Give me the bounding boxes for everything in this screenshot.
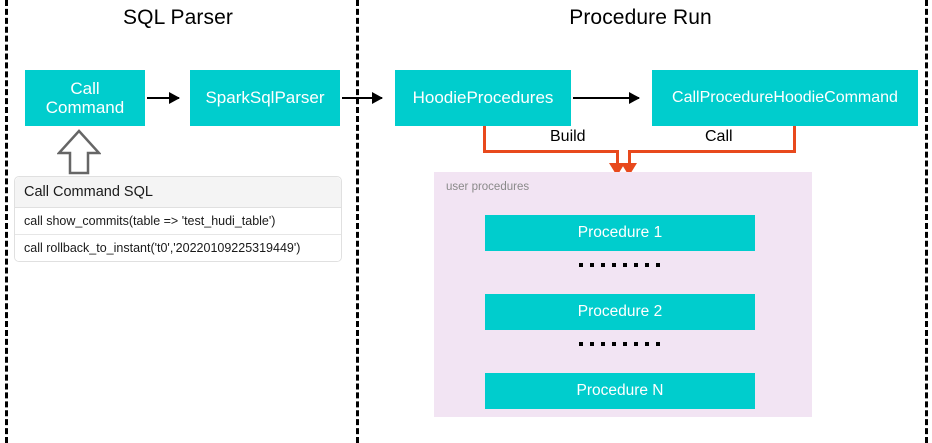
build-connector-horizontal [483, 150, 619, 153]
call-connector-vertical-right [793, 126, 796, 153]
arrow-up-hollow-icon [57, 129, 101, 175]
divider-left-dashed [5, 0, 8, 443]
procedure-item[interactable]: Procedure N [485, 373, 755, 409]
procedure-item[interactable]: Procedure 1 [485, 215, 755, 251]
build-connector-label: Build [545, 128, 591, 146]
node-call-procedure-hoodie-command[interactable]: CallProcedureHoodieCommand [652, 70, 918, 126]
user-procedures-label: user procedures [446, 181, 530, 193]
call-connector-label: Call [700, 128, 738, 146]
sql-panel-header: Call Command SQL [15, 177, 341, 208]
arrow-spark-sql-parser-to-hoodie-procedures [342, 92, 383, 104]
node-call-command[interactable]: Call Command [25, 70, 145, 126]
call-command-sql-panel: Call Command SQL call show_commits(table… [14, 176, 342, 262]
arrow-call-command-to-spark-sql-parser [147, 92, 180, 104]
section-title-sql-parser: SQL Parser [123, 6, 233, 29]
node-hoodie-procedures[interactable]: HoodieProcedures [395, 70, 571, 126]
build-connector-vertical-down [616, 150, 619, 166]
call-connector-vertical-down [628, 150, 631, 166]
build-connector-vertical-left [483, 126, 486, 153]
call-connector-horizontal [628, 150, 796, 153]
procedures-ellipsis-separator [554, 339, 684, 349]
arrow-hoodie-procedures-to-call-procedure-hoodie-command [573, 92, 640, 104]
sql-statement-row[interactable]: call show_commits(table => 'test_hudi_ta… [15, 208, 341, 235]
sql-statement-row[interactable]: call rollback_to_instant('t0','202201092… [15, 235, 341, 261]
procedures-ellipsis-separator [554, 260, 684, 270]
divider-middle-dashed [356, 0, 359, 443]
procedure-item[interactable]: Procedure 2 [485, 294, 755, 330]
divider-right-dashed [925, 0, 928, 443]
section-title-procedure-run: Procedure Run [569, 6, 712, 29]
node-spark-sql-parser[interactable]: SparkSqlParser [190, 70, 340, 126]
user-procedures-panel: user procedures Procedure 1 Procedure 2 … [434, 172, 812, 417]
